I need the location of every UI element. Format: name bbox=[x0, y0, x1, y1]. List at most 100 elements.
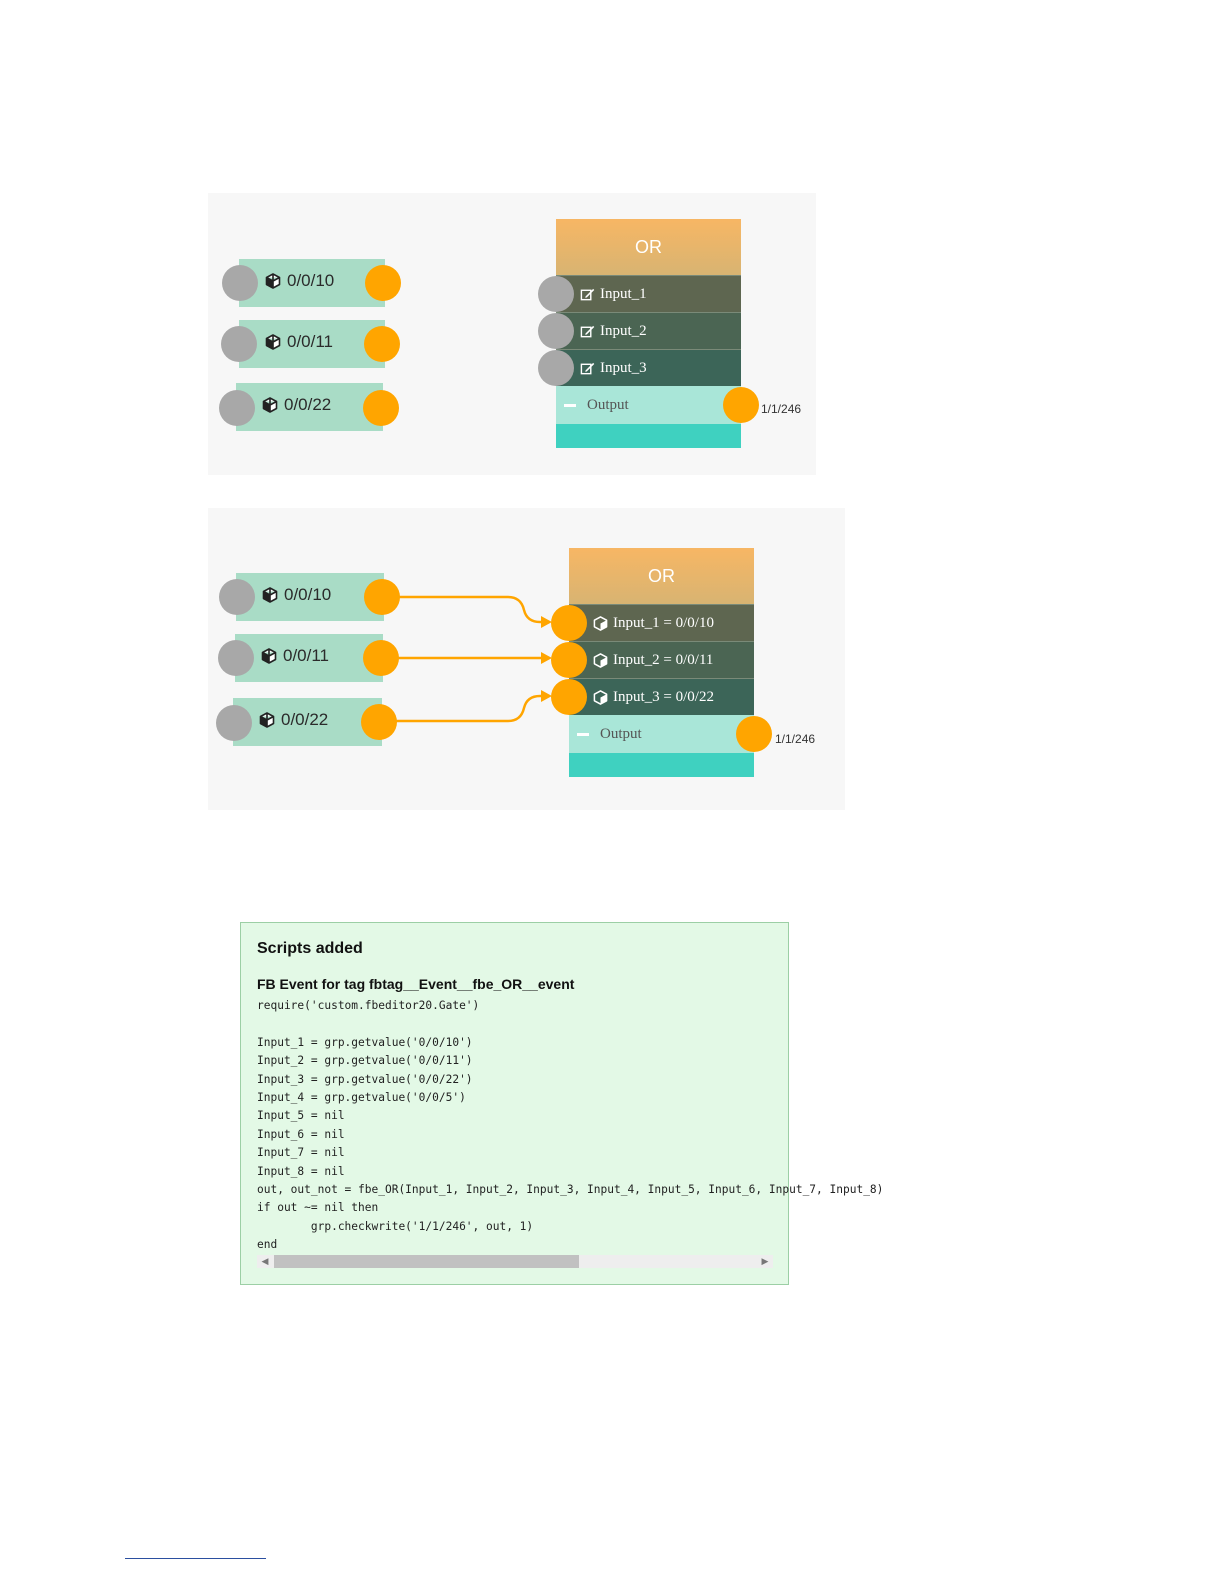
block-input-port[interactable] bbox=[551, 605, 587, 641]
script-code[interactable]: require('custom.fbeditor20.Gate') Input_1… bbox=[257, 997, 884, 1251]
code-line: end bbox=[257, 1238, 278, 1252]
or-function-block[interactable]: OR Input_1 = 0/0/10 Input_2 = 0/0/11 Inp… bbox=[551, 548, 772, 777]
code-line: require('custom.fbeditor20.Gate') bbox=[257, 999, 480, 1012]
code-line: Input_8 = nil bbox=[257, 1164, 345, 1178]
block-input-port[interactable] bbox=[538, 350, 574, 386]
code-line: out, out_not = fbe_OR(Input_1, Input_2, … bbox=[257, 1182, 884, 1196]
cube-icon bbox=[259, 712, 275, 728]
code-line: grp.checkwrite('1/1/246', out, 1) bbox=[257, 1219, 534, 1233]
scrollbar-thumb[interactable] bbox=[274, 1255, 579, 1268]
block-input-port[interactable] bbox=[551, 642, 587, 678]
tag-address: 0/0/11 bbox=[283, 646, 330, 665]
code-line: Input_1 = grp.getvalue('0/0/10') bbox=[257, 1035, 473, 1049]
block-input-label: Input_3 bbox=[600, 359, 647, 376]
or-function-block[interactable]: OR Input_1 Input_2 Input_3 Output bbox=[538, 219, 759, 448]
tag-output-port[interactable] bbox=[365, 265, 401, 301]
tag-address: 0/0/10 bbox=[284, 585, 332, 604]
collapse-icon bbox=[564, 403, 576, 407]
cube-icon bbox=[265, 273, 281, 289]
tag-output-port[interactable] bbox=[361, 704, 397, 740]
block-input-label: Input_3 = 0/0/22 bbox=[613, 688, 714, 705]
code-line: Input_7 = nil bbox=[257, 1146, 345, 1160]
block-output-label: Output bbox=[600, 725, 642, 742]
block-input-label: Input_1 = 0/0/10 bbox=[613, 614, 714, 631]
cube-icon bbox=[593, 652, 608, 668]
output-address: 1/1/246 bbox=[761, 402, 802, 416]
code-line: Input_4 = grp.getvalue('0/0/5') bbox=[257, 1090, 466, 1104]
wire-input-3 bbox=[396, 694, 548, 723]
tag-node-0-0-11[interactable]: 0/0/11 bbox=[239, 320, 385, 368]
connection-wires bbox=[396, 595, 552, 723]
block-input-row[interactable]: Input_2 bbox=[538, 312, 741, 349]
cube-icon bbox=[262, 587, 278, 603]
tag-input-port[interactable] bbox=[219, 390, 255, 426]
wire-arrow bbox=[541, 690, 552, 702]
cube-icon bbox=[593, 615, 608, 631]
collapse-icon bbox=[577, 732, 589, 736]
tag-node-0-0-10[interactable]: 0/0/10 bbox=[239, 259, 385, 307]
event-title: FB Event for tag fbtag__Event__fbe_OR__e… bbox=[257, 976, 575, 992]
tag-input-port[interactable] bbox=[222, 265, 258, 301]
edit-icon bbox=[580, 288, 595, 300]
tag-node-0-0-10[interactable]: 0/0/10 bbox=[236, 573, 384, 621]
block-footer bbox=[556, 424, 741, 448]
code-line bbox=[257, 1015, 775, 1033]
block-input-label: Input_1 bbox=[600, 285, 647, 302]
block-input-label: Input_2 bbox=[600, 322, 647, 339]
block-output-port[interactable] bbox=[736, 716, 772, 752]
code-line: Input_6 = nil bbox=[257, 1127, 345, 1141]
block-input-row[interactable]: Input_1 = 0/0/10 bbox=[551, 604, 754, 641]
tag-node-0-0-22[interactable]: 0/0/22 bbox=[236, 383, 383, 431]
block-input-row[interactable]: Input_1 bbox=[538, 275, 741, 312]
code-line: Input_3 = grp.getvalue('0/0/22') bbox=[257, 1072, 473, 1086]
block-output-port[interactable] bbox=[723, 387, 759, 423]
tag-input-port[interactable] bbox=[219, 579, 255, 615]
block-output-row[interactable]: Output bbox=[569, 715, 772, 753]
block-output-label: Output bbox=[587, 396, 629, 413]
block-input-row[interactable]: Input_2 = 0/0/11 bbox=[551, 641, 754, 678]
tag-node-0-0-22[interactable]: 0/0/22 bbox=[233, 698, 382, 746]
cube-icon bbox=[262, 397, 278, 413]
diagram-connected: 0/0/10 0/0/11 0/0/22 OR Input_1 = 0/0/10… bbox=[208, 508, 845, 810]
tag-input-port[interactable] bbox=[218, 640, 254, 676]
footnote-separator bbox=[125, 1558, 266, 1559]
block-input-label: Input_2 = 0/0/11 bbox=[613, 651, 714, 668]
block-input-port[interactable] bbox=[538, 276, 574, 312]
diagram-unconnected: 0/0/10 0/0/11 0/0/22 OR Input_1 Input_2 bbox=[208, 193, 816, 475]
tag-output-port[interactable] bbox=[363, 390, 399, 426]
tag-address: 0/0/22 bbox=[281, 710, 329, 729]
tag-address: 0/0/11 bbox=[287, 332, 334, 351]
tag-output-port[interactable] bbox=[364, 579, 400, 615]
scroll-right-icon[interactable]: ▶ bbox=[761, 1256, 769, 1266]
scripts-title: Scripts added bbox=[257, 940, 363, 957]
block-input-port[interactable] bbox=[551, 679, 587, 715]
block-title: OR bbox=[569, 548, 754, 604]
code-line: if out ~= nil then bbox=[257, 1201, 379, 1215]
block-footer bbox=[569, 753, 754, 777]
output-address: 1/1/246 bbox=[775, 732, 816, 746]
block-title: OR bbox=[556, 219, 741, 275]
tag-address: 0/0/10 bbox=[287, 271, 335, 290]
tag-output-port[interactable] bbox=[364, 326, 400, 362]
horizontal-scrollbar[interactable]: ◀ ▶ bbox=[257, 1255, 773, 1268]
wire-arrow bbox=[541, 616, 552, 628]
block-input-row[interactable]: Input_3 bbox=[538, 349, 741, 386]
scroll-left-icon[interactable]: ◀ bbox=[261, 1256, 269, 1266]
code-line: Input_5 = nil bbox=[257, 1109, 345, 1123]
tag-output-port[interactable] bbox=[363, 640, 399, 676]
block-input-port[interactable] bbox=[538, 313, 574, 349]
cube-icon bbox=[261, 648, 277, 664]
code-line: Input_2 = grp.getvalue('0/0/11') bbox=[257, 1054, 473, 1068]
block-output-row[interactable]: Output bbox=[556, 386, 759, 424]
tag-node-0-0-11[interactable]: 0/0/11 bbox=[235, 634, 383, 682]
tag-input-port[interactable] bbox=[216, 705, 252, 741]
wire-arrow bbox=[541, 652, 552, 664]
tag-input-port[interactable] bbox=[221, 326, 257, 362]
edit-icon bbox=[580, 362, 595, 374]
wire-input-1 bbox=[396, 595, 548, 624]
scripts-panel: Scripts added FB Event for tag fbtag__Ev… bbox=[240, 922, 884, 1285]
block-input-row[interactable]: Input_3 = 0/0/22 bbox=[551, 678, 754, 715]
cube-icon bbox=[265, 334, 281, 350]
edit-icon bbox=[580, 325, 595, 337]
cube-icon bbox=[593, 689, 608, 705]
